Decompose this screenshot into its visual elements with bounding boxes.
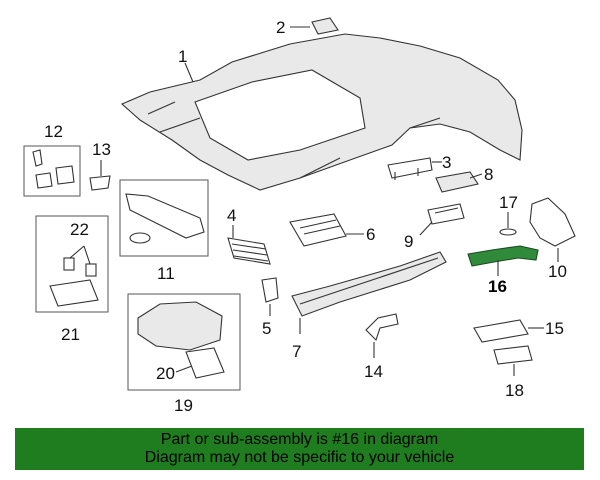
box-21 bbox=[35, 215, 109, 313]
callout-12[interactable]: 12 bbox=[44, 122, 63, 141]
callout-6[interactable]: 6 bbox=[366, 225, 375, 244]
callout-13[interactable]: 13 bbox=[92, 140, 111, 159]
part-3-bracket[interactable] bbox=[387, 157, 433, 180]
callout-21[interactable]: 21 bbox=[61, 325, 80, 344]
leader-8 bbox=[469, 173, 483, 179]
part-7-rail[interactable] bbox=[291, 251, 447, 317]
part-4-grille[interactable] bbox=[227, 237, 271, 265]
box-12 bbox=[23, 145, 81, 197]
callout-10[interactable]: 10 bbox=[548, 262, 567, 281]
callout-7[interactable]: 7 bbox=[292, 342, 301, 361]
info-banner: Part or sub-assembly is #16 in diagram D… bbox=[15, 428, 584, 470]
part-5-clip[interactable] bbox=[261, 277, 279, 303]
callout-11[interactable]: 11 bbox=[157, 264, 175, 283]
callout-1[interactable]: 1 bbox=[178, 47, 187, 66]
part-16-highlighted[interactable] bbox=[467, 245, 539, 267]
part-21-lamp[interactable] bbox=[49, 279, 99, 307]
callout-2[interactable]: 2 bbox=[276, 18, 285, 37]
part-12-clips[interactable] bbox=[32, 149, 75, 189]
part-18-block[interactable] bbox=[493, 345, 533, 365]
callout-8[interactable]: 8 bbox=[484, 165, 493, 184]
callout-17[interactable]: 17 bbox=[499, 193, 518, 212]
callout-4[interactable]: 4 bbox=[227, 206, 236, 225]
callout-16[interactable]: 16 bbox=[488, 277, 507, 296]
part-15-bracket[interactable] bbox=[473, 319, 529, 343]
callout-18[interactable]: 18 bbox=[505, 381, 524, 400]
callout-15[interactable]: 15 bbox=[545, 319, 564, 338]
leader-22 bbox=[69, 245, 91, 265]
leader-9 bbox=[419, 221, 433, 236]
callout-22[interactable]: 22 bbox=[70, 220, 89, 239]
part-19-console[interactable] bbox=[137, 301, 223, 351]
leader-1 bbox=[184, 62, 194, 83]
part-17-clip[interactable] bbox=[499, 228, 517, 236]
callout-9[interactable]: 9 bbox=[404, 232, 413, 251]
part-1-headliner[interactable] bbox=[120, 33, 523, 191]
part-2-pad[interactable] bbox=[311, 17, 339, 35]
callout-5[interactable]: 5 bbox=[262, 319, 271, 338]
callout-14[interactable]: 14 bbox=[364, 362, 383, 381]
part-14-handle[interactable] bbox=[365, 313, 399, 342]
callout-19[interactable]: 19 bbox=[174, 396, 193, 415]
part-10-trim[interactable] bbox=[529, 197, 576, 247]
leader-20 bbox=[175, 365, 193, 373]
banner-line-1: Part or sub-assembly is #16 in diagram bbox=[160, 431, 439, 448]
banner-background bbox=[15, 428, 584, 470]
part-11-sun-visor[interactable] bbox=[125, 193, 205, 244]
callout-20[interactable]: 20 bbox=[156, 364, 175, 383]
part-22-bulbs[interactable] bbox=[63, 257, 97, 277]
banner-line-2: Diagram may not be specific to your vehi… bbox=[144, 449, 455, 466]
part-8-light[interactable] bbox=[435, 171, 479, 193]
box-11 bbox=[119, 179, 209, 257]
box-19 bbox=[127, 293, 241, 391]
part-9-lamp[interactable] bbox=[427, 203, 465, 225]
callout-3[interactable]: 3 bbox=[442, 153, 451, 172]
part-13-clip[interactable] bbox=[89, 175, 111, 191]
part-20-cover[interactable] bbox=[185, 347, 225, 379]
part-6-module[interactable] bbox=[289, 213, 347, 247]
